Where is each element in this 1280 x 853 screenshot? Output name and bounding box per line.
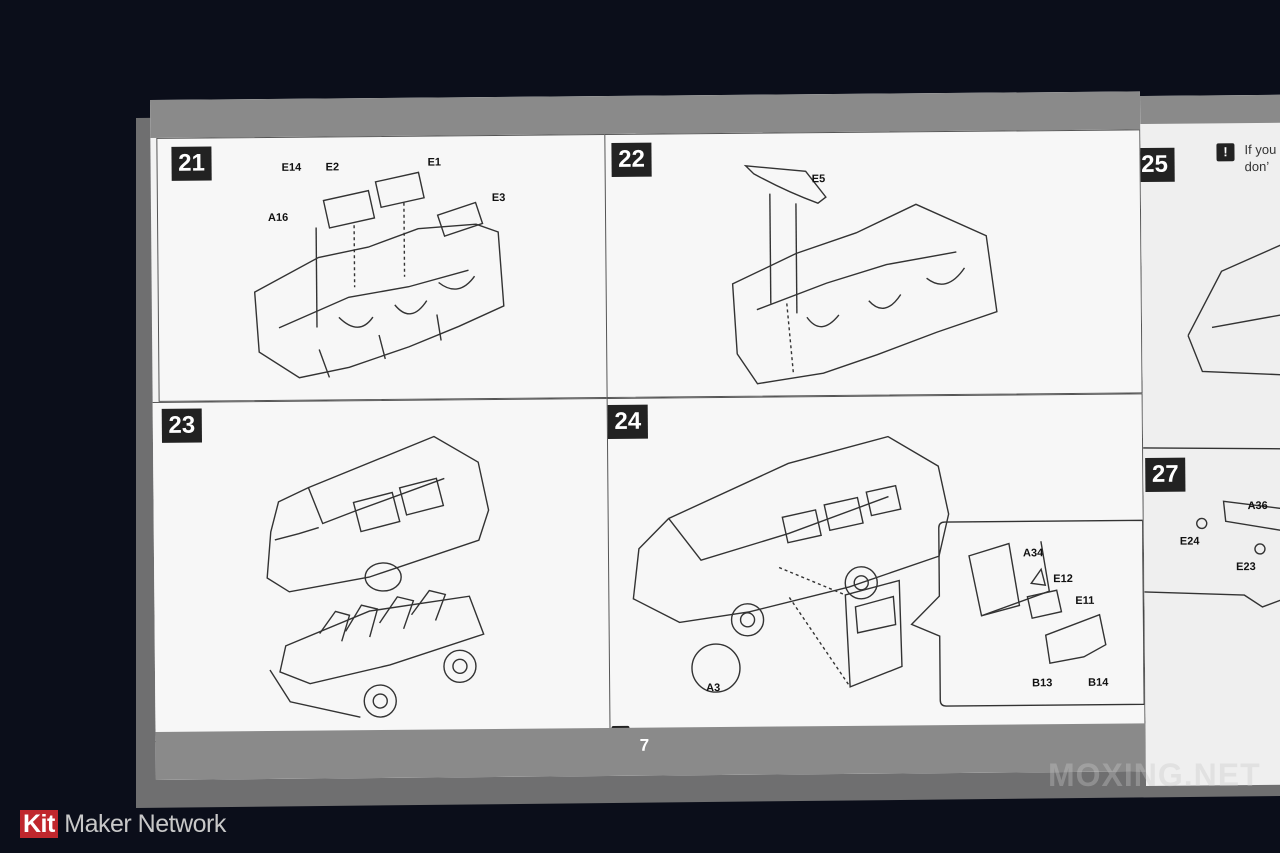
step-21-panel: 21 E14 E2 E1 E3 A16 xyxy=(156,134,609,402)
step-22-drawing xyxy=(731,164,998,385)
part-label-a3: A3 xyxy=(706,682,721,695)
watermark-kit-text: Kit xyxy=(20,810,58,838)
instruction-page-right: 25 ! If you don’ 27 A36 E24 E23 xyxy=(1140,94,1280,786)
part-label-e23: E23 xyxy=(1236,561,1256,574)
step-22-panel: 22 E5 xyxy=(604,129,1143,399)
part-label-e2: E2 xyxy=(325,161,340,174)
step-25-27-drawing xyxy=(1143,244,1280,608)
part-label-a34: A34 xyxy=(1022,547,1044,560)
part-label-e12: E12 xyxy=(1053,572,1073,586)
step-24-drawing xyxy=(632,435,1145,707)
part-label-b14: B14 xyxy=(1088,676,1109,689)
page-number: 7 xyxy=(639,735,650,755)
part-label-e5: E5 xyxy=(811,173,826,186)
page-bottom-band xyxy=(155,723,1146,780)
kitmaker-watermark: Kit Maker Network xyxy=(20,810,226,839)
part-label-e11: E11 xyxy=(1075,594,1095,607)
instruction-page-left: 21 E14 E2 E1 E3 A16 xyxy=(150,91,1146,780)
moxing-watermark: MOXING.NET xyxy=(1048,757,1261,793)
part-label-e1: E1 xyxy=(427,156,442,169)
step-21-drawing xyxy=(253,171,505,379)
part-label-e14: E14 xyxy=(281,161,302,174)
step-23-panel: 23 xyxy=(150,398,612,743)
step-23-drawing xyxy=(266,435,490,718)
watermark-network-text: Maker Network xyxy=(64,810,226,838)
step-24-panel: 24 xyxy=(606,393,1146,741)
part-label-b13: B13 xyxy=(1032,677,1053,690)
part-label-a36: A36 xyxy=(1247,499,1268,513)
step-27-number: 27 xyxy=(1145,457,1186,492)
part-label-e24: E24 xyxy=(1179,535,1200,548)
part-label-e3: E3 xyxy=(491,191,506,205)
part-label-a16: A16 xyxy=(267,211,289,224)
